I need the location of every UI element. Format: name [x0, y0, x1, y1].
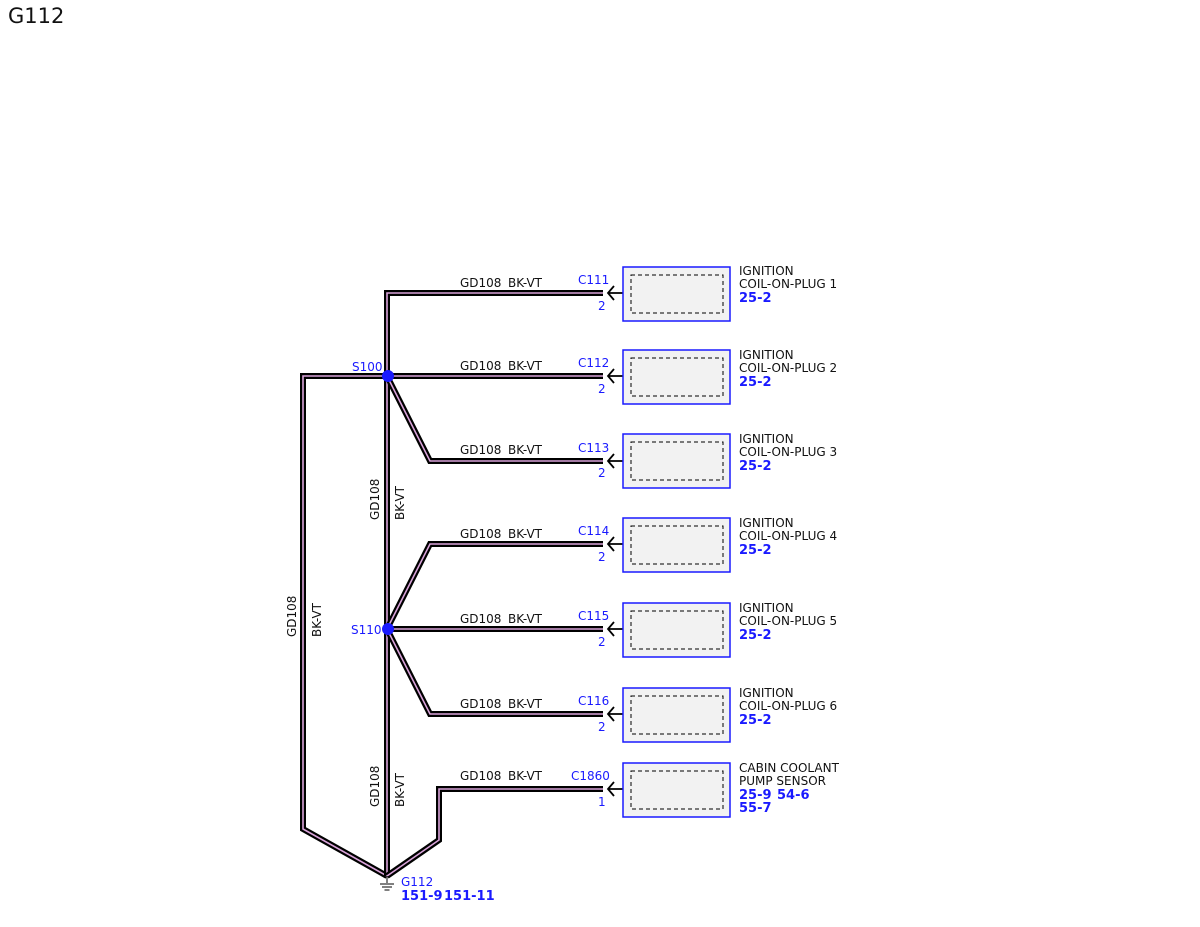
component-ref[interactable]: 25-2 [739, 291, 772, 306]
wire-color-label: BK-VT [508, 612, 543, 626]
wire-color-label: BK-VT [508, 769, 543, 783]
component-name-2: COIL-ON-PLUG 4 [739, 529, 837, 543]
connector-label: C113 [578, 441, 609, 455]
component-ref[interactable]: 25-2 [739, 375, 772, 390]
ground-ref-1[interactable]: 151-9 [401, 889, 443, 904]
branch-c116: GD108 BK-VT C116 2 IGNITION COIL-ON-PLUG… [460, 686, 837, 743]
component-name-1: IGNITION [739, 516, 794, 530]
component-inner-box [630, 610, 724, 650]
loop-color-label: BK-VT [310, 602, 324, 637]
component-ref[interactable]: 25-2 [739, 543, 772, 558]
pin-label: 2 [598, 466, 606, 480]
component-ref-2[interactable]: 54-6 [777, 788, 810, 803]
connector-label: C114 [578, 524, 609, 538]
wire-circuit-label: GD108 [460, 443, 501, 457]
connector-label: C112 [578, 356, 609, 370]
ground-ref-2[interactable]: 151-11 [444, 889, 495, 904]
wire-circuit-label: GD108 [460, 612, 501, 626]
ground-label: G112 [401, 875, 433, 889]
branch-c113: GD108 BK-VT C113 2 IGNITION COIL-ON-PLUG… [460, 432, 837, 489]
wire-color-label: BK-VT [508, 697, 543, 711]
splice-s110[interactable] [382, 623, 394, 635]
pin-label: 2 [598, 720, 606, 734]
component-inner-box [630, 525, 724, 565]
splice-s100[interactable] [382, 370, 394, 382]
component-ref-3[interactable]: 55-7 [739, 801, 772, 816]
component-ref-1[interactable]: 25-9 [739, 788, 772, 803]
branch-c115: GD108 BK-VT C115 2 IGNITION COIL-ON-PLUG… [460, 601, 837, 658]
splice-s100-label: S100 [352, 360, 383, 374]
wire-color-label: BK-VT [508, 527, 543, 541]
branch-c1860: GD108 BK-VT C1860 1 CABIN COOLANT PUMP S… [460, 761, 840, 818]
component-inner-box [630, 770, 724, 810]
pin-label: 2 [598, 550, 606, 564]
branch-c111: GD108 BK-VT C111 2 IGNITION COIL-ON-PLUG… [460, 264, 837, 322]
connector-label: C116 [578, 694, 609, 708]
component-inner-box [630, 695, 724, 735]
wire-color-label: BK-VT [508, 359, 543, 373]
component-name-2: COIL-ON-PLUG 2 [739, 361, 837, 375]
component-name-1: IGNITION [739, 264, 794, 278]
component-inner-box [630, 357, 724, 397]
branch-c114: GD108 BK-VT C114 2 IGNITION COIL-ON-PLUG… [460, 516, 837, 573]
component-name-1: IGNITION [739, 601, 794, 615]
wires [300, 290, 603, 879]
wire-circuit-label: GD108 [460, 527, 501, 541]
connector-label: C115 [578, 609, 609, 623]
component-ref[interactable]: 25-2 [739, 713, 772, 728]
component-name-2: COIL-ON-PLUG 5 [739, 614, 837, 628]
trunk-lower-color-label: BK-VT [393, 772, 407, 807]
pin-label: 2 [598, 635, 606, 649]
component-inner-box [630, 441, 724, 481]
component-name-2: COIL-ON-PLUG 3 [739, 445, 837, 459]
connector-label: C111 [578, 273, 609, 287]
wire-circuit-label: GD108 [460, 359, 501, 373]
trunk-lower-circuit-label: GD108 [368, 766, 382, 807]
splice-s110-label: S110 [351, 623, 382, 637]
page-title: G112 [8, 4, 65, 28]
component-name-2: COIL-ON-PLUG 1 [739, 277, 837, 291]
component-name-1: CABIN COOLANT [739, 761, 840, 775]
pin-label: 2 [598, 382, 606, 396]
trunk-upper-color-label: BK-VT [393, 485, 407, 520]
component-name-2: PUMP SENSOR [739, 774, 826, 788]
ground-symbol-icon [380, 876, 394, 891]
wire-circuit-label: GD108 [460, 769, 501, 783]
loop-circuit-label: GD108 [285, 596, 299, 637]
component-ref[interactable]: 25-2 [739, 459, 772, 474]
connector-label: C1860 [571, 769, 610, 783]
trunk-upper-circuit-label: GD108 [368, 479, 382, 520]
component-name-2: COIL-ON-PLUG 6 [739, 699, 837, 713]
pin-label: 1 [598, 795, 606, 809]
component-name-1: IGNITION [739, 348, 794, 362]
component-name-1: IGNITION [739, 432, 794, 446]
pin-label: 2 [598, 299, 606, 313]
wire-color-label: BK-VT [508, 443, 543, 457]
wire-circuit-label: GD108 [460, 276, 501, 290]
component-inner-box [630, 274, 724, 314]
component-ref[interactable]: 25-2 [739, 628, 772, 643]
wire-circuit-label: GD108 [460, 697, 501, 711]
wire-c1860[interactable] [385, 786, 603, 879]
wire-color-label: BK-VT [508, 276, 543, 290]
component-name-1: IGNITION [739, 686, 794, 700]
branch-c112: GD108 BK-VT C112 2 IGNITION COIL-ON-PLUG… [460, 348, 837, 405]
